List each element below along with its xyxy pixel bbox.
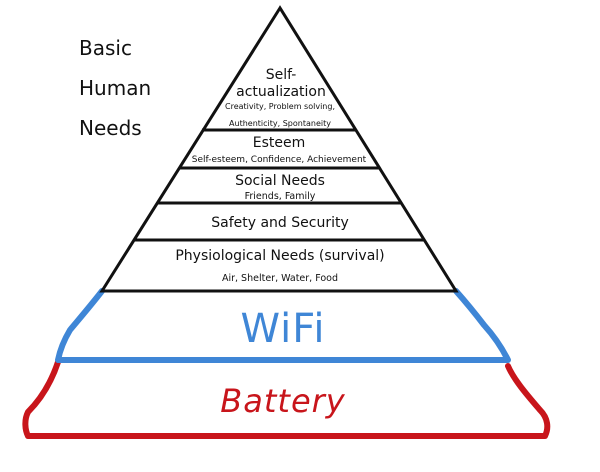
side-title-line-1: Basic: [79, 36, 132, 60]
safety-title: Safety and Security: [211, 215, 349, 231]
esteem-title: Esteem: [253, 135, 306, 151]
wifi-label: WiFi: [241, 306, 326, 352]
pyramid-outline: [99, 5, 459, 293]
self-actualization-title-1: Self-: [266, 67, 297, 83]
physiological-sub: Air, Shelter, Water, Food: [222, 273, 338, 284]
esteem-sub: Self-esteem, Confidence, Achievement: [192, 155, 367, 165]
battery-label: Battery: [220, 382, 346, 420]
side-title-line-2: Human: [79, 76, 152, 100]
physiological-title: Physiological Needs (survival): [175, 248, 384, 264]
side-title-line-3: Needs: [79, 116, 142, 140]
social-sub: Friends, Family: [245, 191, 316, 202]
wifi-tier-outline: [55, 288, 511, 363]
self-actualization-title-2: actualization: [236, 84, 326, 100]
social-title: Social Needs: [235, 173, 325, 189]
side-title: Basic Human Needs: [79, 38, 151, 158]
self-actualization-sub-2: Authenticity, Spontaneity: [229, 119, 331, 128]
self-actualization-sub-1: Creativity, Problem solving,: [225, 102, 335, 111]
battery-tier-outline: [22, 359, 551, 439]
